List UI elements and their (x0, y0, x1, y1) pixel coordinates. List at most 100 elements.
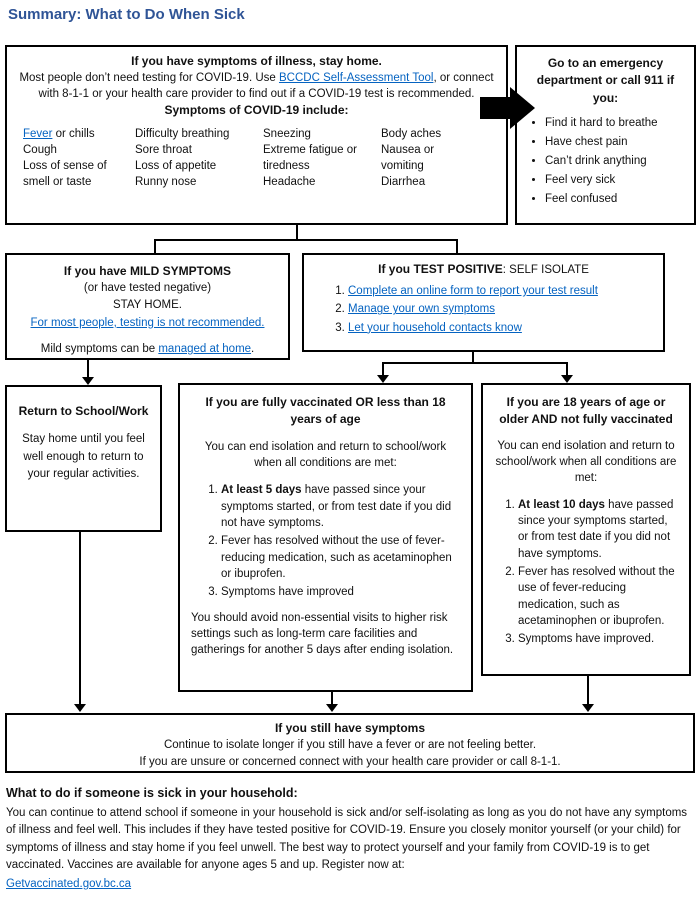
condition-rest: have passed since your symptoms started,… (518, 498, 674, 560)
down-arrowhead-icon (74, 704, 86, 712)
still-symptoms-heading: If you still have symptoms (274, 721, 426, 735)
vaccinated-box: If you are fully vaccinated OR less than… (178, 383, 473, 692)
covid-testing-intro: Most people don’t need testing for COVID… (17, 70, 496, 102)
household-body: You can continue to attend school if som… (6, 807, 688, 872)
symptom-item: Nausea or vomiting (381, 143, 435, 172)
intro-text-before: Most people don’t need testing for COVID… (19, 71, 279, 84)
symptoms-box-heading: If you have symptoms of illness, stay ho… (131, 54, 382, 68)
managed-text-after: . (251, 342, 255, 355)
return-box-body: Stay home until you feel well enough to … (22, 433, 145, 480)
condition-rest: have passed since your symptoms started,… (221, 484, 452, 530)
vaccinated-outro: You should avoid non-essential visits to… (191, 611, 454, 657)
mild-symptoms-box: If you have MILD SYMPTOMS (or have teste… (5, 253, 290, 360)
flow-line (566, 362, 568, 376)
symptoms-list-heading: Symptoms of COVID-19 include: (164, 102, 349, 117)
flow-line (331, 692, 333, 705)
down-arrowhead-icon (582, 704, 594, 712)
list-item: Complete an online form to report your t… (348, 284, 653, 299)
return-box-heading: Return to School/Work (18, 404, 149, 418)
down-arrowhead-icon (326, 704, 338, 712)
unvaccinated-conditions: At least 10 days have passed since your … (492, 497, 680, 648)
condition-bold: At least 5 days (221, 484, 302, 497)
managed-at-home-link[interactable]: managed at home (158, 342, 252, 355)
flow-line (456, 239, 458, 253)
manage-symptoms-link[interactable]: Manage your own symptoms (348, 303, 496, 316)
symptom-item: Difficulty breathing (135, 127, 230, 140)
condition-item: Fever has resolved without the use of fe… (221, 533, 460, 582)
report-test-result-link[interactable]: Complete an online form to report your t… (348, 285, 598, 297)
emergency-bullet: Feel very sick (545, 173, 688, 187)
test-positive-heading-bold: If you TEST POSITIVE (378, 262, 503, 276)
symptom-item: Sore throat (135, 143, 192, 156)
condition-item: At least 10 days have passed since your … (518, 497, 680, 562)
flow-line (382, 362, 568, 364)
down-arrowhead-icon (82, 377, 94, 385)
symptom-column-2: Difficulty breathing Sore throat Loss of… (135, 126, 263, 190)
getvaccinated-link[interactable]: Getvaccinated.gov.bc.ca (6, 877, 132, 890)
symptom-item: Loss of sense of smell or taste (23, 159, 107, 189)
list-item: Let your household contacts know (348, 321, 653, 336)
household-link-row: Getvaccinated.gov.bc.ca (6, 876, 696, 893)
symptom-item: Extreme fatigue or tiredness (263, 143, 357, 172)
symptom-item-text: or chills (52, 127, 95, 140)
flow-line (154, 239, 156, 253)
condition-item: At least 5 days have passed since your s… (221, 482, 460, 531)
testing-not-recommended-link[interactable]: For most people, testing is not recommen… (30, 316, 265, 329)
down-arrowhead-icon (377, 375, 389, 383)
flow-line (472, 352, 474, 364)
emergency-bullet-list: Find it hard to breathe Have chest pain … (531, 116, 688, 206)
symptom-item: Diarrhea (381, 176, 426, 189)
right-arrow-icon (510, 87, 535, 129)
still-symptoms-box: If you still have symptoms Continue to i… (5, 713, 695, 773)
flow-line (587, 676, 589, 705)
unvaccinated-box-heading: If you are 18 years of age or older AND … (499, 395, 673, 427)
list-item: Manage your own symptoms (348, 302, 653, 317)
flow-line (79, 532, 81, 705)
stay-home-line: STAY HOME. (112, 299, 182, 312)
still-symptoms-line1: Continue to isolate longer if you still … (163, 739, 537, 751)
return-box: Return to School/Work Stay home until yo… (5, 385, 162, 532)
symptom-column-3: Sneezing Extreme fatigue or tiredness He… (263, 126, 381, 190)
intro-text-after: , or connect with 8-1-1 or your health c… (38, 71, 494, 100)
condition-bold: At least 10 days (518, 498, 605, 511)
symptom-item: Loss of appetite (135, 159, 217, 172)
symptom-column-4: Body aches Nausea or vomiting Diarrhea (381, 126, 476, 190)
emergency-bullet: Find it hard to breathe (545, 116, 688, 130)
vaccinated-intro: You can end isolation and return to scho… (204, 440, 447, 470)
household-section: What to do if someone is sick in your ho… (6, 784, 696, 893)
managed-at-home-line: Mild symptoms can be managed at home. (13, 341, 282, 358)
symptom-item: Runny nose (135, 176, 197, 189)
symptom-item: Body aches (381, 127, 442, 140)
unvaccinated-intro: You can end isolation and return to scho… (495, 439, 677, 485)
managed-text-before: Mild symptoms can be (40, 342, 159, 355)
condition-item: Symptoms have improved. (518, 631, 680, 647)
symptom-column-1: Fever or chills Cough Loss of sense of s… (23, 126, 135, 190)
household-contacts-link[interactable]: Let your household contacts know (348, 321, 522, 334)
test-positive-heading-rest: : SELF ISOLATE (502, 264, 589, 276)
condition-item: Fever has resolved without the use of fe… (518, 564, 680, 629)
symptom-item: Cough (23, 143, 57, 156)
vaccinated-conditions: At least 5 days have passed since your s… (191, 482, 460, 600)
unvaccinated-box: If you are 18 years of age or older AND … (481, 383, 691, 676)
symptoms-box: If you have symptoms of illness, stay ho… (5, 45, 508, 225)
symptom-item: Headache (263, 176, 316, 189)
test-positive-heading: If you TEST POSITIVE: SELF ISOLATE (314, 262, 653, 276)
symptom-item: Fever or chills (23, 126, 135, 142)
testing-link-line: For most people, testing is not recommen… (13, 315, 282, 332)
flow-line (154, 239, 458, 241)
tested-negative-line: (or have tested negative) (83, 282, 212, 294)
fever-link[interactable]: Fever (23, 127, 53, 140)
bccdc-self-assessment-link[interactable]: BCCDC Self-Assessment Tool (278, 71, 434, 84)
emergency-box-heading: Go to an emergency department or call 91… (536, 56, 675, 105)
emergency-bullet: Can’t drink anything (545, 154, 688, 168)
symptom-columns: Fever or chills Cough Loss of sense of s… (23, 126, 496, 190)
still-symptoms-line2: If you are unsure or concerned connect w… (139, 756, 561, 769)
emergency-box: Go to an emergency department or call 91… (515, 45, 696, 225)
household-heading: What to do if someone is sick in your ho… (6, 786, 298, 800)
right-arrow-icon (480, 97, 512, 119)
page-title: Summary: What to Do When Sick (8, 6, 245, 23)
symptom-item: Sneezing (263, 127, 311, 140)
down-arrowhead-icon (561, 375, 573, 383)
emergency-bullet: Feel confused (545, 192, 688, 206)
